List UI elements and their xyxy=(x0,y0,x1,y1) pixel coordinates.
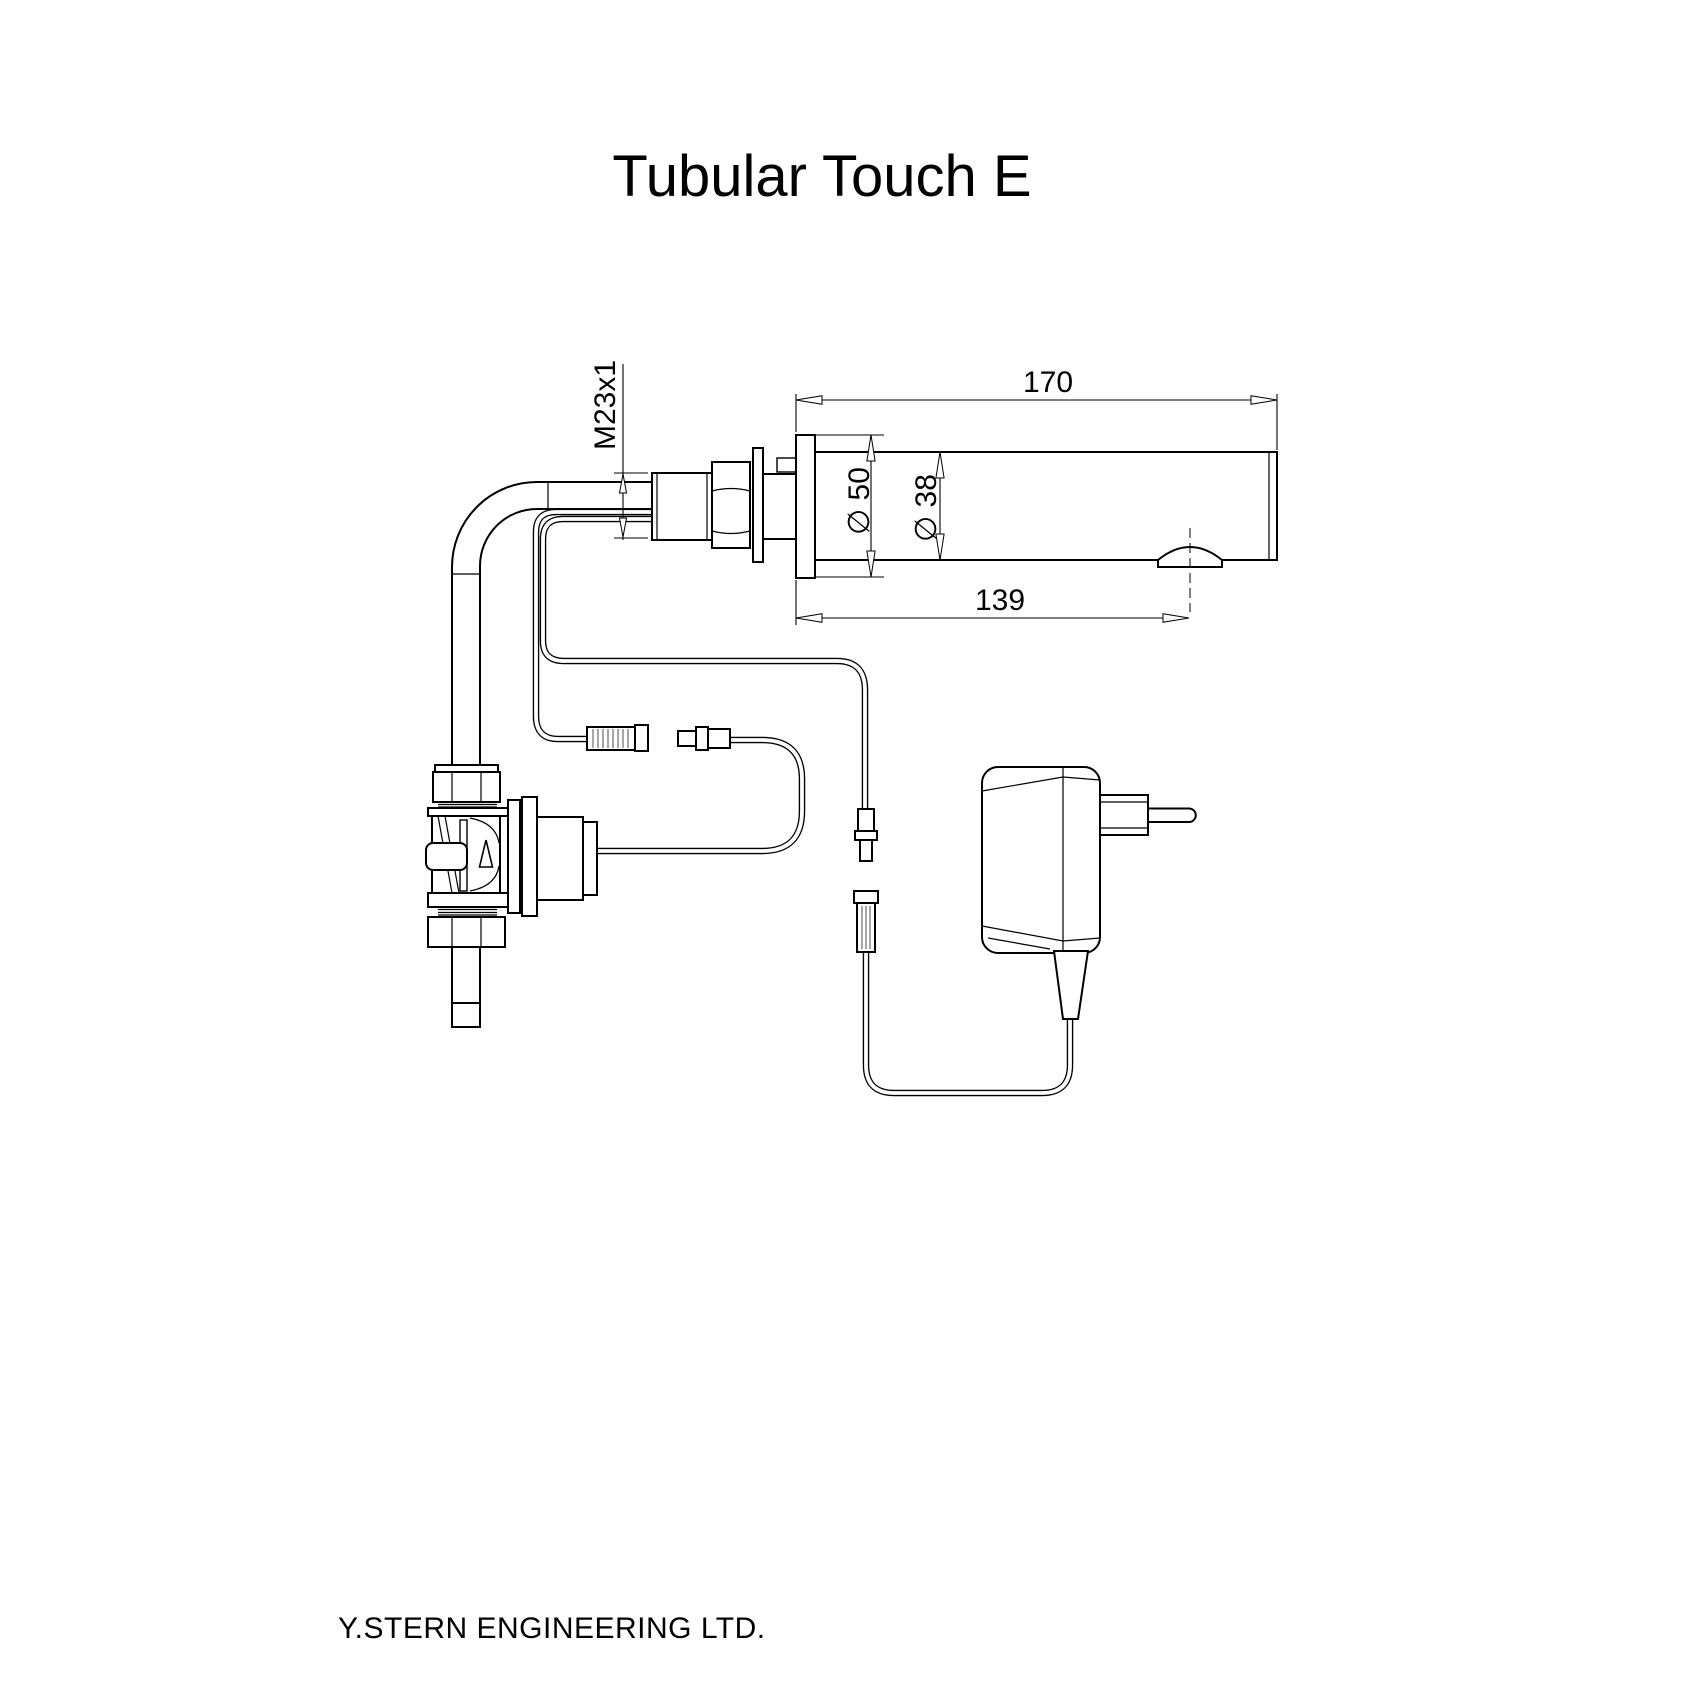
flow-direction-arrow-icon xyxy=(478,839,494,868)
dim-label-dia38: ∅ 38 xyxy=(910,474,943,542)
dc-connectors xyxy=(853,808,879,953)
compression-nut-top xyxy=(432,771,501,803)
hex-nut xyxy=(711,461,751,549)
dc-plug-tip xyxy=(859,839,873,862)
valve-bottom-plate xyxy=(427,892,509,908)
coil-flange-outer xyxy=(521,796,538,917)
wall-flange xyxy=(795,434,816,579)
dim-label-dia50: ∅ 50 xyxy=(843,467,876,535)
inlet-pipe xyxy=(451,481,661,766)
dc-plug-ring xyxy=(854,830,878,841)
spout-outlet xyxy=(1157,546,1223,568)
coil-flange-inner xyxy=(507,799,521,914)
washer xyxy=(752,447,764,563)
male-connector-body xyxy=(707,728,731,749)
plug-pin xyxy=(1147,807,1197,823)
dimension-dia50: ∅ 50 xyxy=(816,434,884,578)
male-connector-ring xyxy=(695,726,709,751)
male-connector-tip xyxy=(677,730,698,747)
dimension-139: 139 xyxy=(795,580,1190,625)
compression-nut-bottom xyxy=(427,916,506,948)
footer-company: Y.STERN ENGINEERING LTD. xyxy=(338,1612,766,1645)
solenoid-coil-cap xyxy=(582,821,598,896)
adapter-body xyxy=(981,766,1101,954)
dim-label-170: 170 xyxy=(1023,366,1073,399)
solenoid-cable xyxy=(592,736,806,855)
dim-label-thread: M23x1 xyxy=(589,360,622,450)
female-connector-cap xyxy=(634,724,649,752)
dc-jack-cap xyxy=(853,890,879,904)
power-adapter xyxy=(981,766,1197,1020)
faucet-body xyxy=(795,434,1278,612)
inline-connectors xyxy=(586,724,731,752)
sensor-cables xyxy=(532,508,869,809)
solenoid-coil xyxy=(536,816,584,901)
tail-pipe xyxy=(451,946,481,1004)
solenoid-valve-assembly xyxy=(425,764,598,1028)
dimension-thread: M23x1 xyxy=(589,360,648,540)
faucet-tube xyxy=(814,451,1278,561)
set-tab xyxy=(776,457,797,473)
tail-pipe-end xyxy=(451,1002,481,1028)
adapter-cable xyxy=(862,950,1074,1097)
dim-label-139: 139 xyxy=(975,584,1025,617)
plug-neck xyxy=(1099,794,1149,836)
dimension-dia38: ∅ 38 xyxy=(910,451,945,561)
dimension-170: 170 xyxy=(795,366,1278,450)
inlet-fittings xyxy=(651,447,797,563)
page-title: Tubular Touch E xyxy=(612,144,1031,209)
strain-relief xyxy=(1052,950,1090,1020)
valve-top-plate xyxy=(427,807,509,817)
dc-plug-boot xyxy=(857,808,875,832)
manual-override-tab xyxy=(425,842,468,871)
thread-bushing xyxy=(651,472,713,541)
pipe-flange xyxy=(434,764,499,773)
